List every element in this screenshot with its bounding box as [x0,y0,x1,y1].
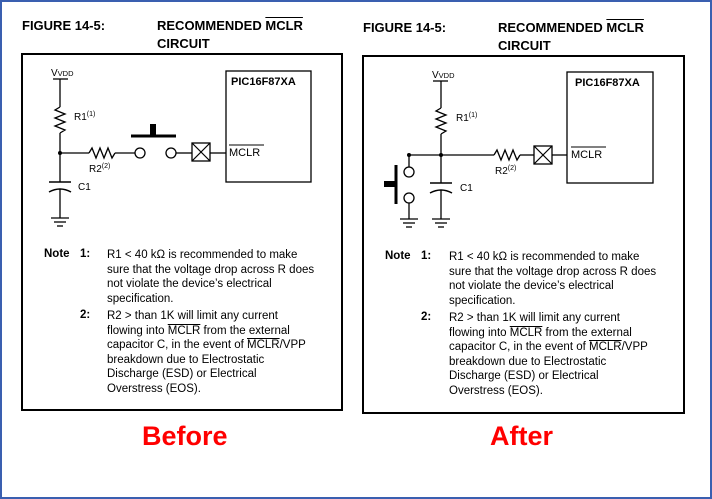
pin-box [191,142,211,162]
figure-number: FIGURE 14-5: [22,18,106,33]
r1-resistor [53,106,67,134]
before-caption: Before [142,421,228,451]
r2-label: R2(2) [495,165,516,177]
figure-title-line2: CIRCUIT [157,36,210,51]
switch-contact-1 [134,147,146,159]
note-2-text: R2 > than 1K will limit any current flow… [449,312,648,397]
figure-panel [362,55,685,414]
note-2-number: 2: [80,309,91,321]
c1-label: C1 [78,182,91,193]
after-caption: After [490,421,554,451]
c1-label: C1 [460,183,473,194]
r2-resistor [493,148,521,162]
note-1-text: R1 < 40 kΩ is recommended to make sure t… [449,251,657,307]
r2-label: R2(2) [89,163,110,175]
r1-label: R1(1) [456,112,477,124]
note-label: Note [385,250,411,262]
note-label: Note [44,248,70,260]
chip-label: PIC16F87XA [231,76,296,88]
chip-label: PIC16F87XA [575,77,640,89]
figure-title: RECOMMENDED MCLR [157,18,303,33]
figure-panel [21,53,343,411]
r1-resistor [434,107,448,135]
figure-title: RECOMMENDED MCLR [498,20,644,35]
vdd-label: VVDD [432,70,455,81]
vdd-label: VVDD [51,68,74,79]
r2-resistor [88,146,116,160]
figure-number: FIGURE 14-5: [363,20,447,35]
note-1-text: R1 < 40 kΩ is recommended to make sure t… [107,249,315,305]
switch-button [384,181,396,187]
chip-body [566,71,654,184]
note-1-number: 1: [421,250,432,262]
switch-contact-1 [403,166,415,178]
switch-contact-2 [403,192,415,204]
chip-body [225,70,312,183]
switch-button [150,124,156,136]
pin-label: MCLR [229,147,260,159]
pin-label: MCLR [571,149,602,161]
note-2-text: R2 > than 1K will limit any current flow… [107,310,306,395]
note-1-number: 1: [80,248,91,260]
figure-title-line2: CIRCUIT [498,38,551,53]
note-2-number: 2: [421,311,432,323]
r1-label: R1(1) [74,111,95,123]
